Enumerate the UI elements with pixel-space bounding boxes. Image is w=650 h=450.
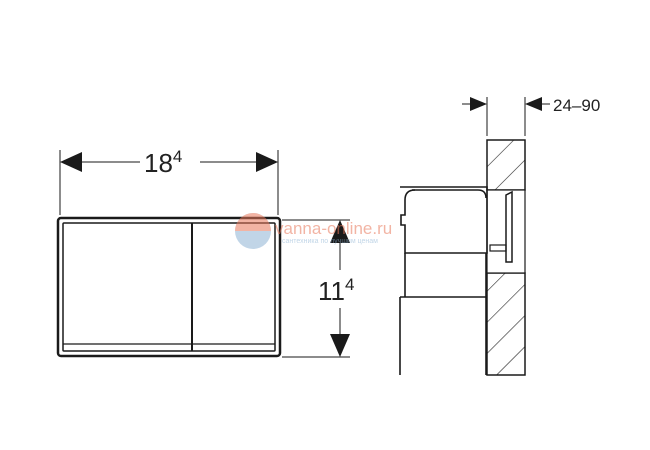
width-label: 184 [144,147,182,178]
wall-depth-label: 24–90 [553,96,600,115]
width-dimension [59,150,279,215]
svg-text:vanna-online.ru: vanna-online.ru [275,219,392,238]
watermark-logo: vanna-online.ru сантехника по лучшим цен… [235,213,392,249]
flush-plate-front-view [56,216,282,358]
wall-depth-dimension [462,97,550,136]
svg-text:сантехника по лучшим ценам: сантехника по лучшим ценам [282,238,378,245]
height-label: 114 [318,275,354,306]
plate-side-view [399,186,488,375]
height-dimension [282,219,350,358]
wall-section [486,139,526,376]
